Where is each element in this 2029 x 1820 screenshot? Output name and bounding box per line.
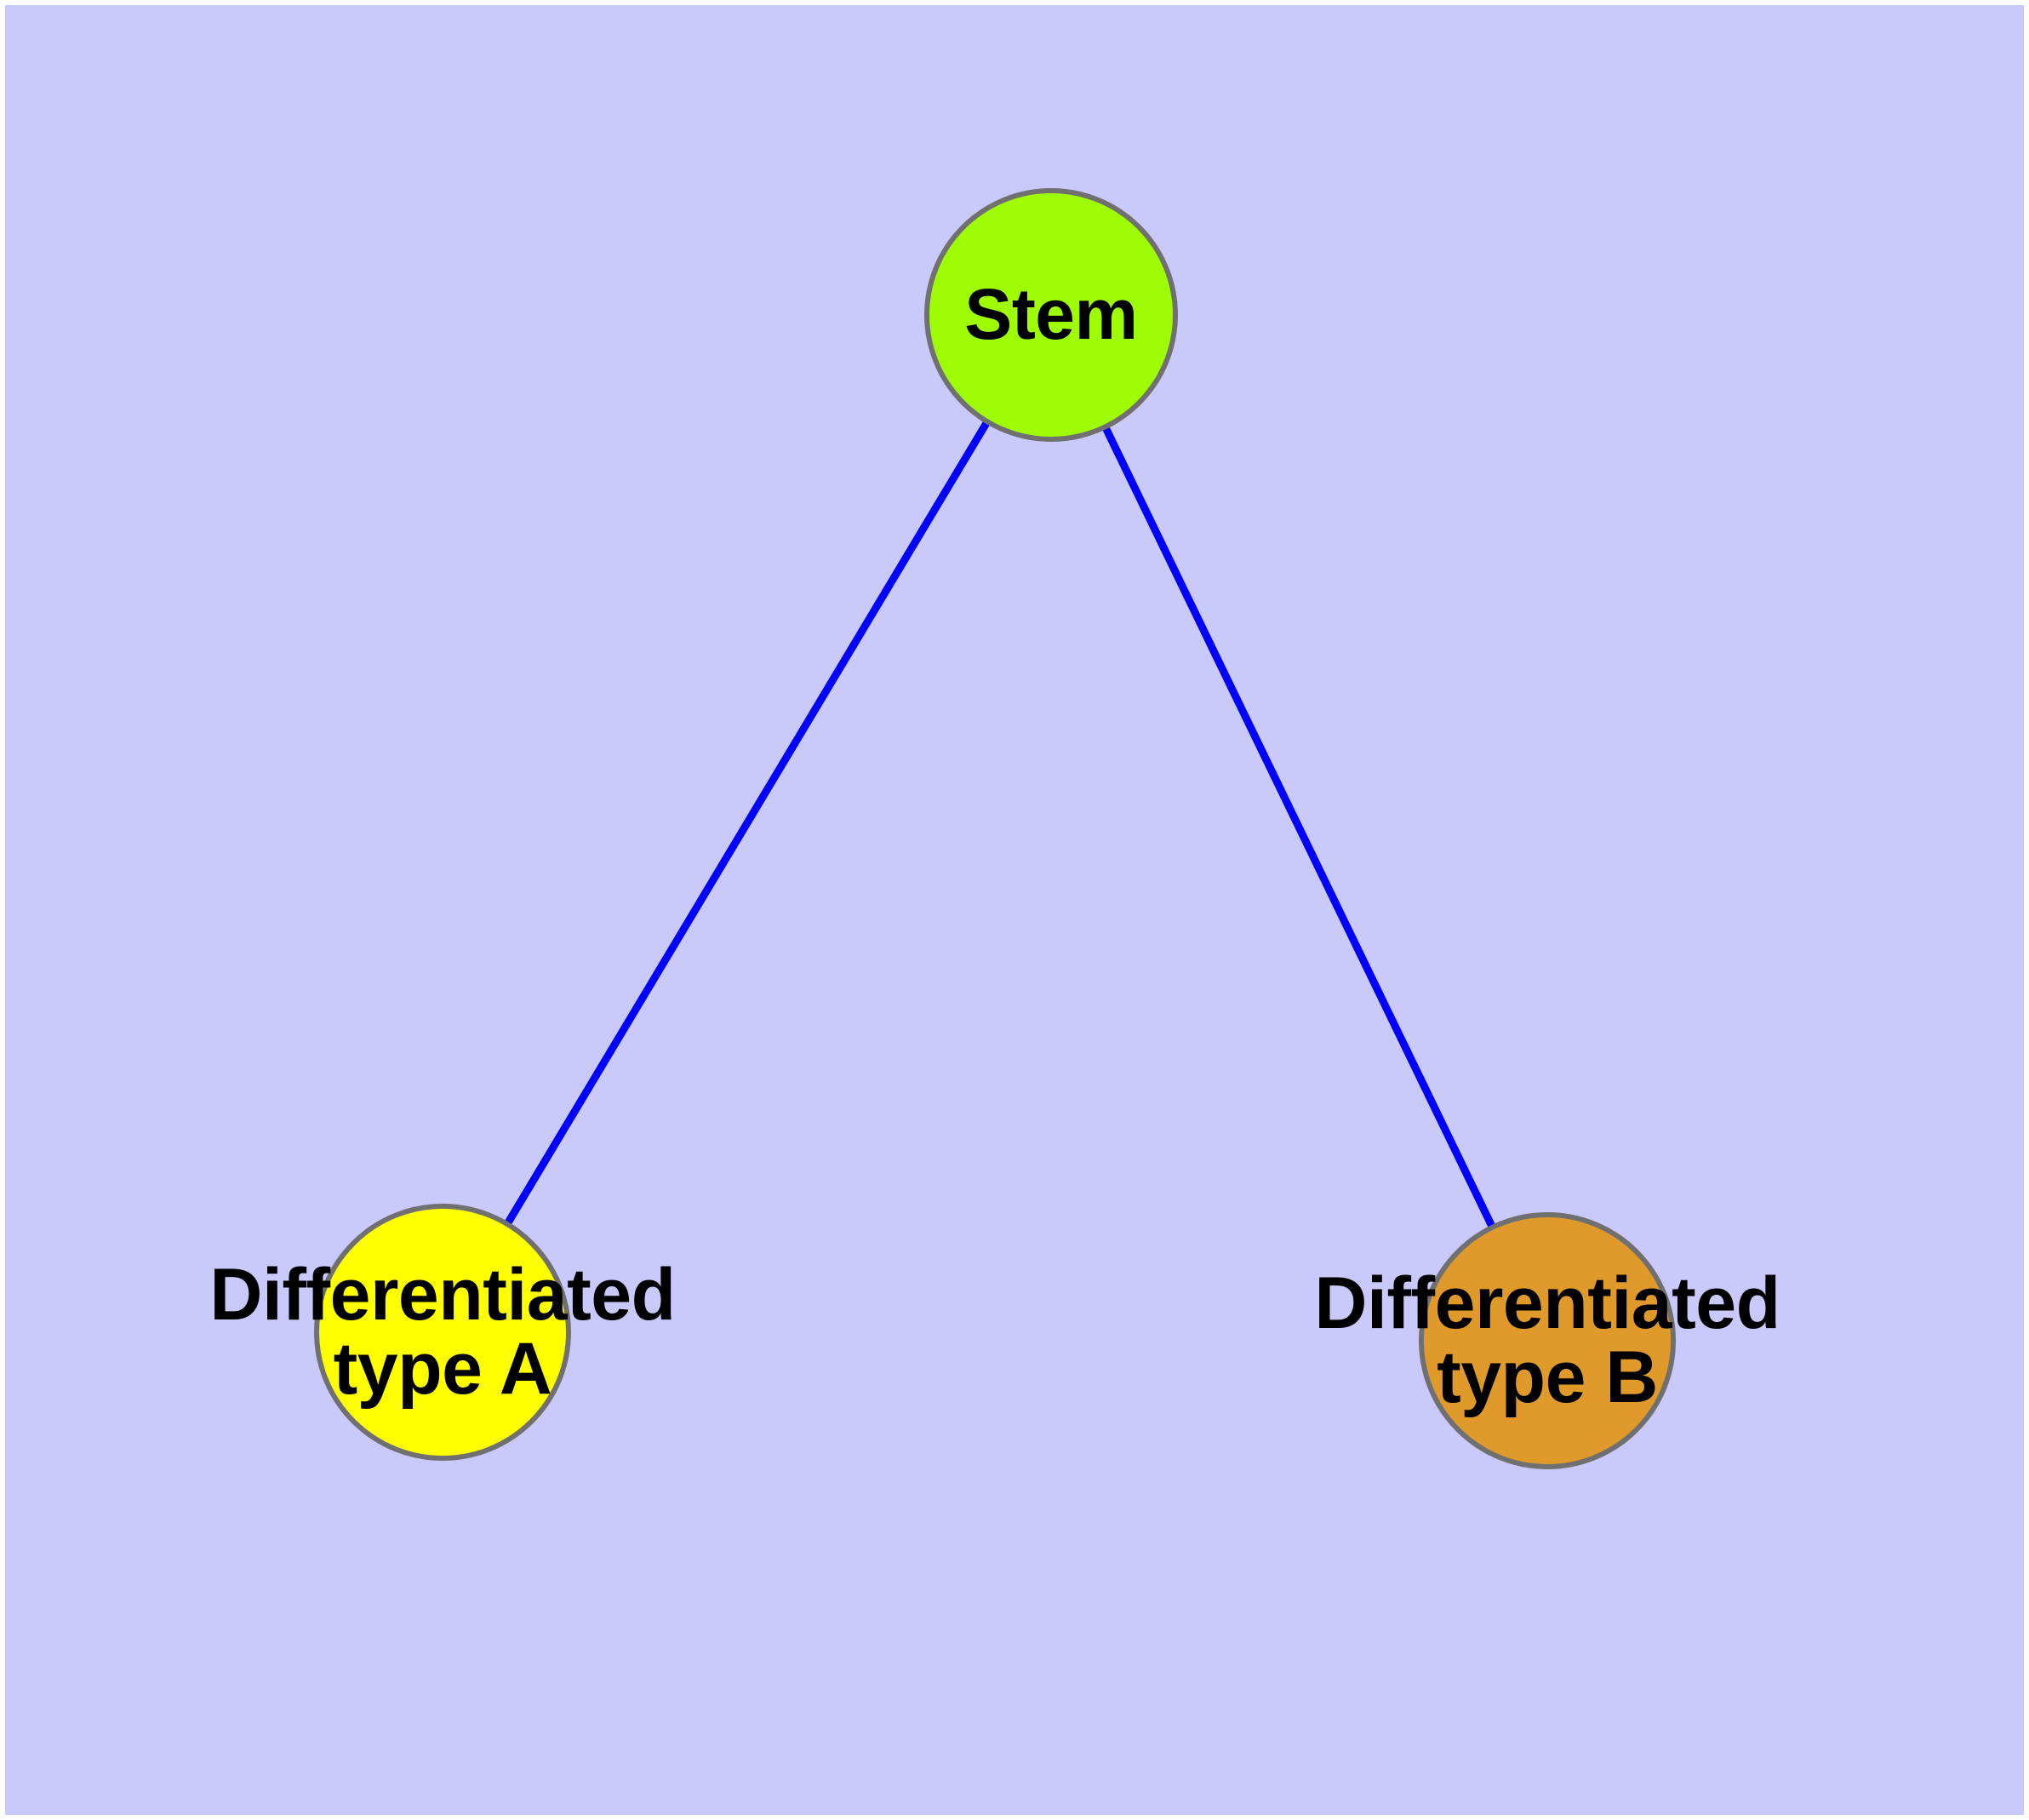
node-differentiated-type-a[interactable] — [314, 1204, 571, 1461]
graph-edge — [1047, 313, 1552, 1342]
graph-edge — [439, 312, 1055, 1335]
node-differentiated-type-b[interactable] — [1419, 1212, 1676, 1469]
node-stem[interactable] — [924, 188, 1178, 442]
